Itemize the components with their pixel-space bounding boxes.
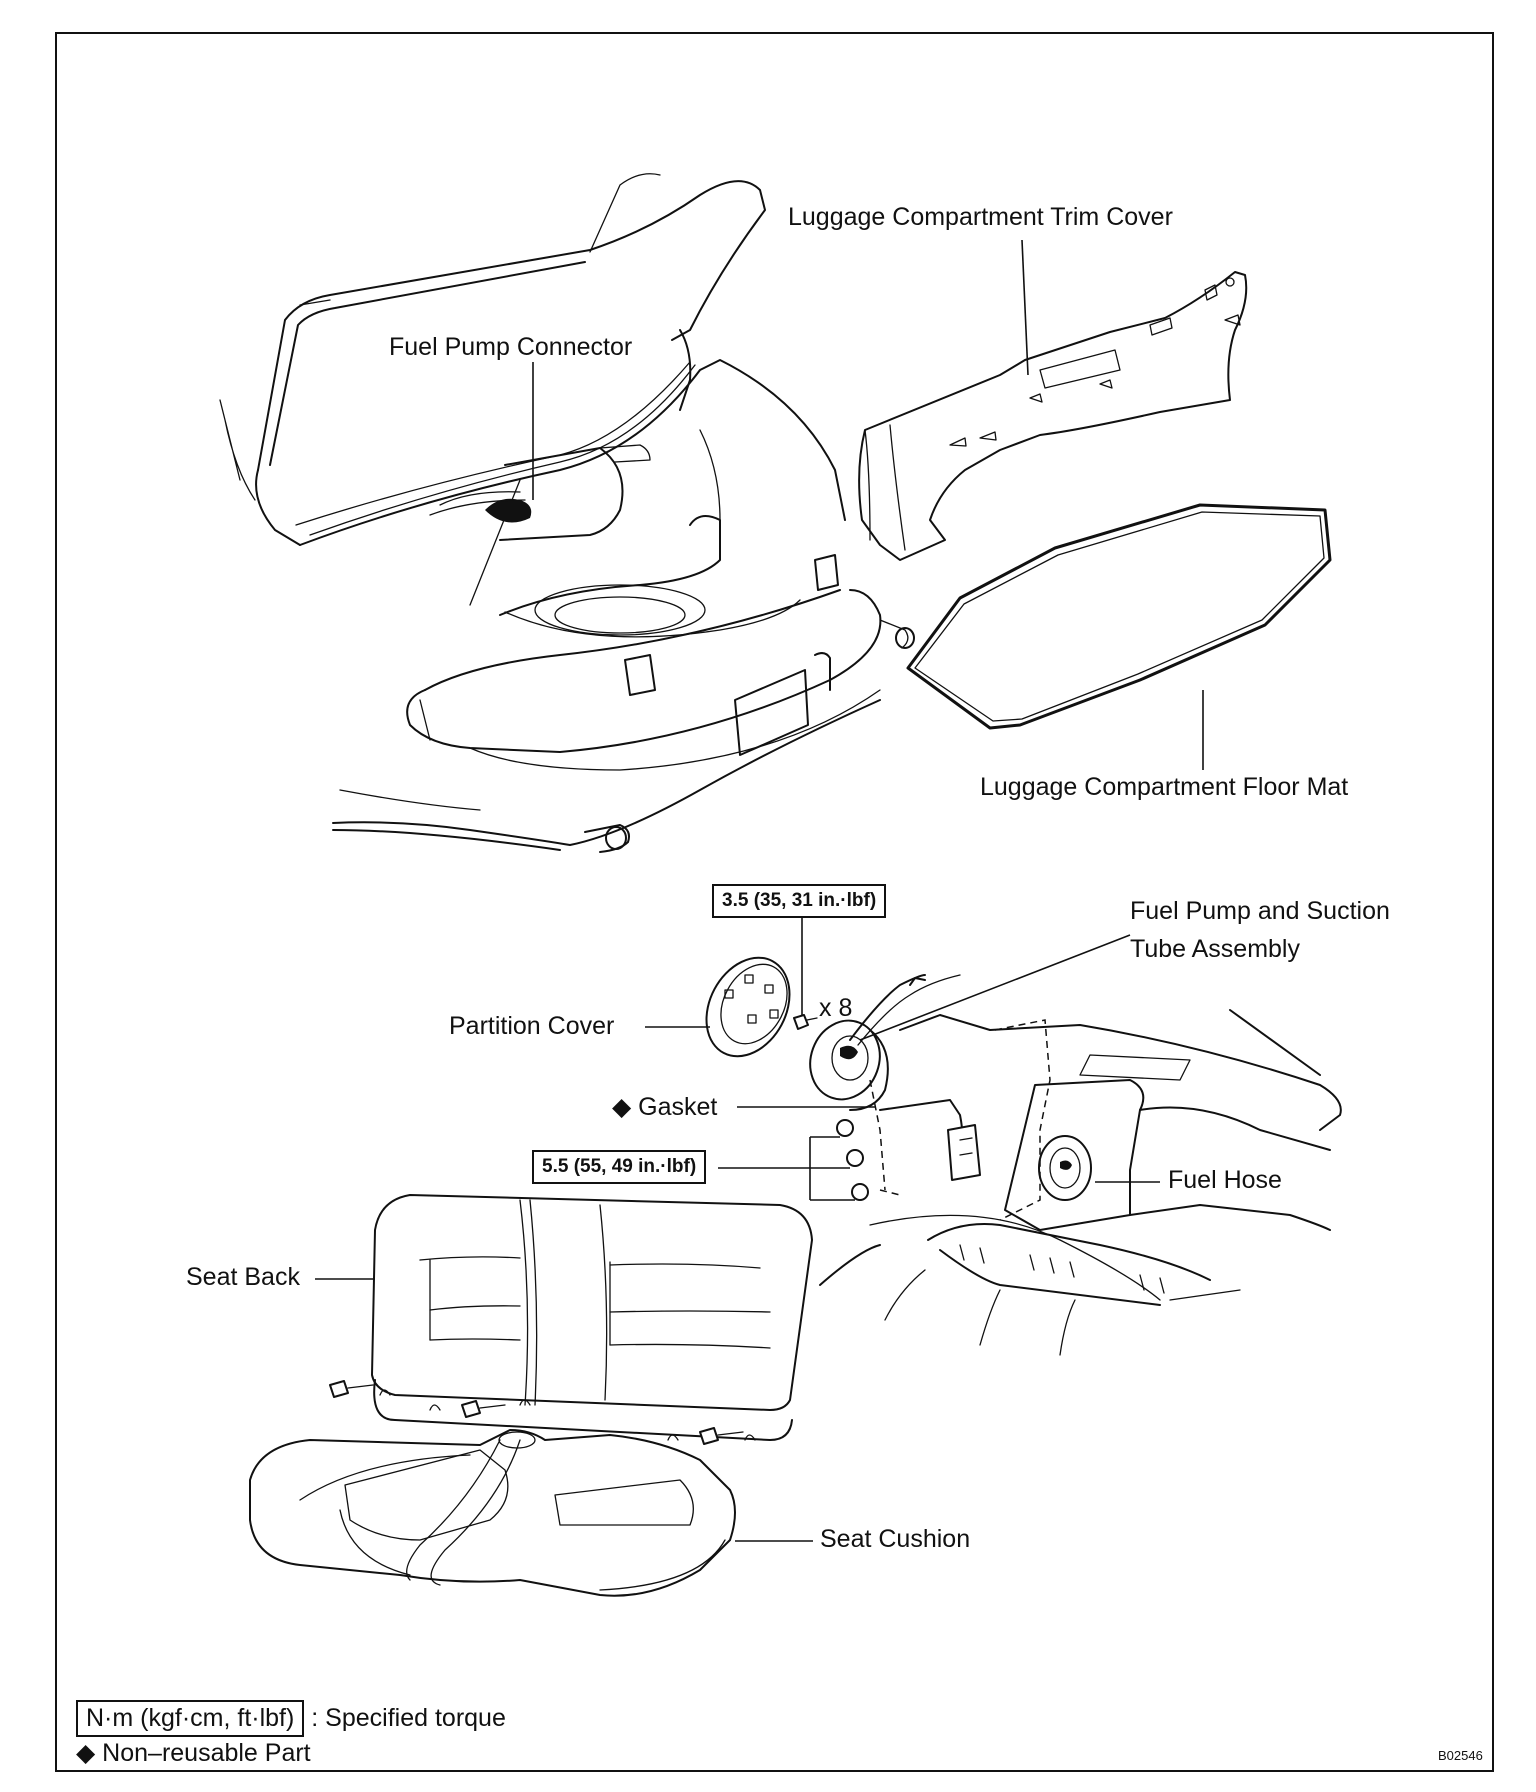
label-fuel-pump-connector: Fuel Pump Connector	[389, 333, 633, 361]
partition-cover-drawing	[705, 956, 818, 1058]
legend-nonreusable: ◆ Non–reusable Part	[76, 1739, 311, 1767]
label-fuel-hose: Fuel Hose	[1168, 1166, 1282, 1194]
fuel-pump-assembly-drawing	[809, 974, 1342, 1356]
label-pump-assembly-line2: Tube Assembly	[1130, 935, 1300, 963]
label-pump-assembly-line1: Fuel Pump and Suction	[1130, 897, 1390, 925]
car-rear-trunk	[219, 173, 915, 853]
luggage-floor-mat-drawing	[906, 503, 1332, 730]
label-quantity: x 8	[819, 994, 853, 1022]
leader-lines	[315, 239, 1204, 1542]
legend-torque-unit-box: N·m (kgf·cm, ft·lbf)	[76, 1700, 305, 1738]
label-seat-back: Seat Back	[186, 1263, 300, 1291]
label-gasket: ◆ Gasket	[612, 1093, 718, 1121]
label-partition-cover: Partition Cover	[449, 1012, 615, 1040]
luggage-trim-cover-drawing	[858, 271, 1248, 561]
label-seat-cushion: Seat Cushion	[820, 1525, 971, 1553]
legend-torque: N·m (kgf·cm, ft·lbf) : Specified torque	[76, 1700, 506, 1738]
label-floor-mat: Luggage Compartment Floor Mat	[980, 773, 1349, 801]
seat-back-drawing	[371, 1194, 813, 1441]
legend-torque-text: : Specified torque	[311, 1704, 506, 1732]
torque-box-tank-nuts: 5.5 (55, 49 in.·lbf)	[532, 1150, 707, 1184]
label-trim-cover: Luggage Compartment Trim Cover	[788, 203, 1173, 231]
figure-code: B02546	[1438, 1748, 1483, 1763]
seat-cushion-drawing	[249, 1429, 736, 1597]
figure-frame	[55, 32, 1494, 1772]
seat-bolts	[329, 1380, 756, 1445]
torque-box-cover-screws: 3.5 (35, 31 in.·lbf)	[712, 884, 887, 918]
